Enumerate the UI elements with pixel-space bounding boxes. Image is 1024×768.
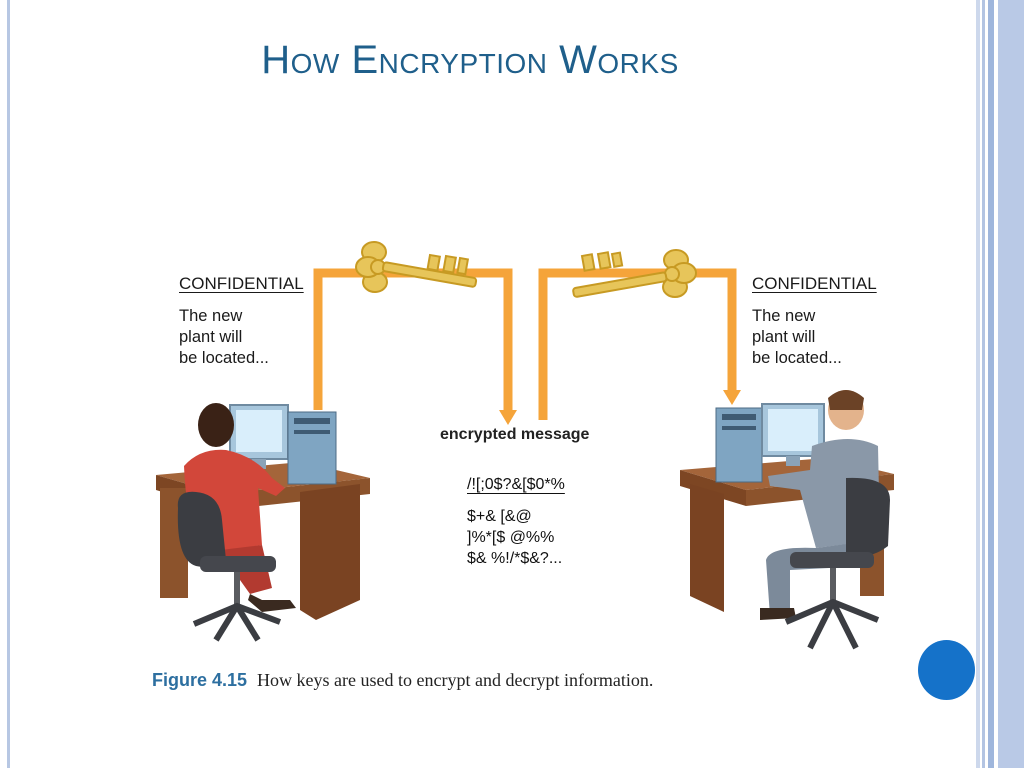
sender-message: The new plant will be located... xyxy=(179,307,269,367)
decrypt-arrowhead xyxy=(723,390,741,405)
figure-caption-text: How keys are used to encrypt and decrypt… xyxy=(257,670,654,690)
encrypted-message-label: encrypted message xyxy=(440,426,590,443)
ciphertext-line-1: /![;0$?&[$0*% xyxy=(467,476,565,493)
receiver-message: The new plant will be located... xyxy=(752,307,842,367)
encrypt-arrowhead xyxy=(499,410,517,425)
accent-circle xyxy=(918,640,975,700)
decryption-key-icon xyxy=(572,249,697,298)
ciphertext-body: $+& [&@ ]%*[$ @%% $& %!/*$&?... xyxy=(467,508,563,567)
left-border xyxy=(0,0,10,768)
sender-chair xyxy=(177,491,282,642)
sender-confidential-heading: CONFIDENTIAL xyxy=(179,274,304,293)
sender-computer xyxy=(229,404,337,485)
receiver-computer xyxy=(715,403,825,483)
figure-number: Figure 4.15 xyxy=(152,670,248,690)
decrypt-arrow xyxy=(538,268,737,420)
encryption-key-icon xyxy=(355,241,478,293)
right-border-stripes xyxy=(976,0,1024,768)
receiver-chair xyxy=(784,477,890,650)
slide-title: How Encryption Works xyxy=(261,38,679,82)
figure-caption: Figure 4.15 How keys are used to encrypt … xyxy=(152,670,653,691)
receiver-confidential-heading: CONFIDENTIAL xyxy=(752,274,877,293)
encrypt-arrow xyxy=(313,268,513,412)
